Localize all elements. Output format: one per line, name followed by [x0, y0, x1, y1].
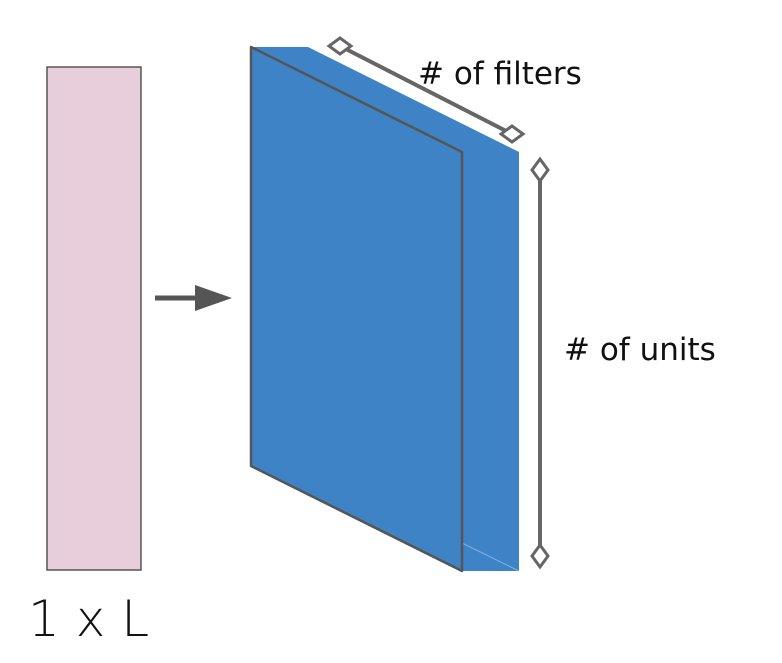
input-vector — [46, 66, 142, 571]
filters-dimension-end-icon — [498, 124, 526, 144]
block-top-face — [251, 47, 519, 152]
feature-map-block — [249, 45, 520, 573]
units-dimension-start-icon — [530, 156, 550, 184]
units-dimension-end-icon — [530, 542, 550, 570]
block-front-face — [249, 45, 464, 573]
input-size-label: 1 x L — [28, 590, 149, 648]
units-label: # of units — [564, 332, 716, 368]
filters-dimension-start-icon — [326, 36, 354, 56]
filters-label: # of filters — [418, 56, 582, 92]
arrow-icon — [155, 285, 232, 311]
block-side-face — [462, 152, 519, 571]
filters-dimension — [326, 36, 526, 144]
units-dimension — [530, 156, 550, 570]
